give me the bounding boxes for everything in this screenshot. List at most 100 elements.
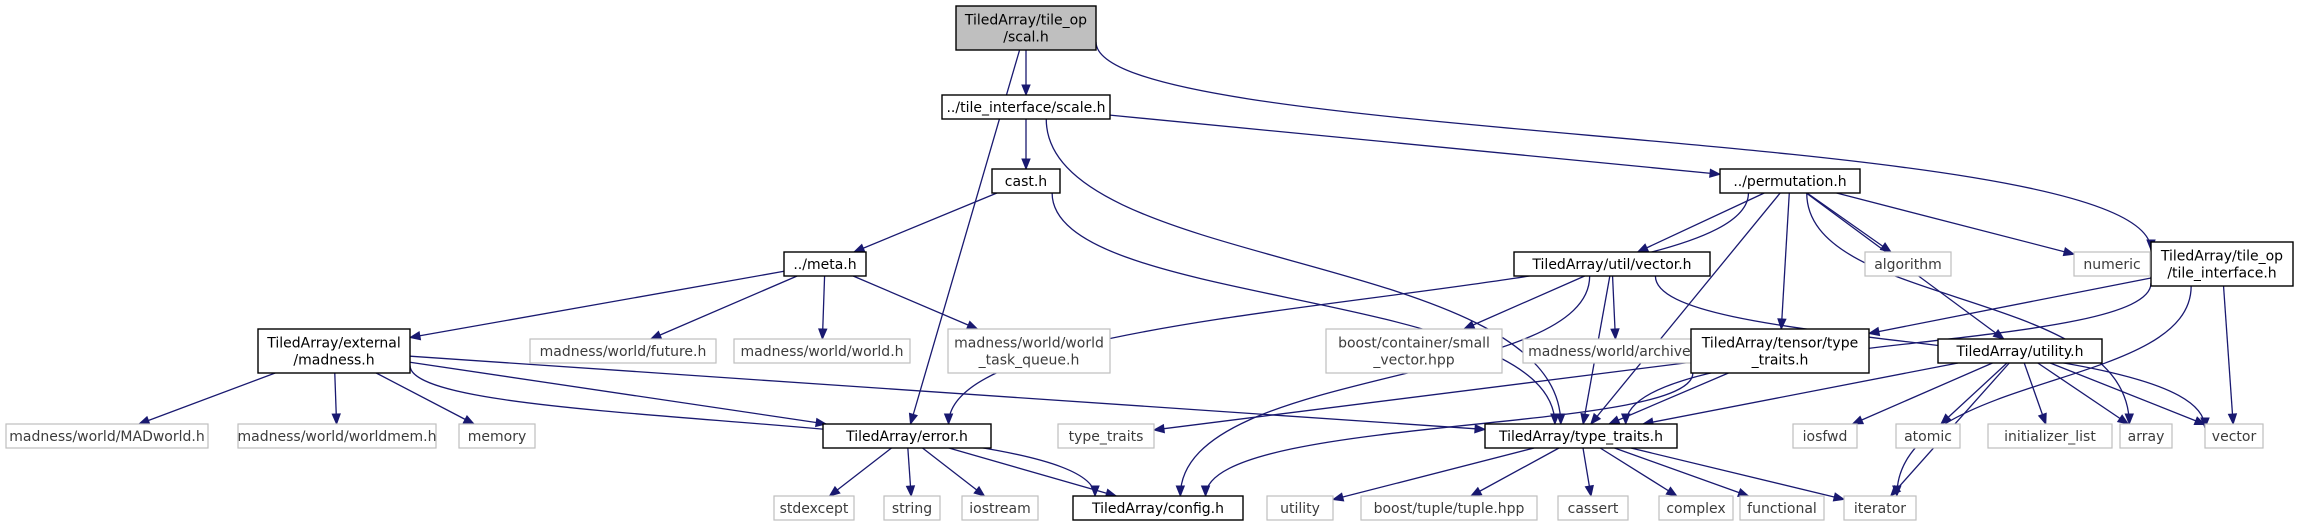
- dependency-edge-ext-madworld: [138, 372, 276, 425]
- node-label-ttraits: _traits.h: [1751, 353, 1809, 369]
- node-tileif[interactable]: TiledArray/tile_op/tile_interface.h: [2150, 241, 2294, 287]
- dependency-edge-vec-archive: [1611, 275, 1617, 340]
- node-box-util: [1937, 338, 2103, 364]
- node-label-iterator: iterator: [1854, 501, 1906, 517]
- node-label-util: TiledArray/utility.h: [1956, 344, 2084, 360]
- arrowhead-vec-config: [1175, 485, 1186, 498]
- node-box-perm: [1719, 168, 1861, 194]
- dependency-edge-ext-config: [409, 365, 1096, 497]
- dependency-edge-vec-smallvec: [1463, 275, 1585, 330]
- node-array: array: [2119, 423, 2173, 449]
- arrowhead-tatraits-iterator: [1832, 492, 1846, 502]
- node-box-error: [822, 423, 992, 449]
- node-box-root: [955, 5, 1097, 51]
- node-box-iosfwd: [1792, 423, 1858, 449]
- node-meta[interactable]: ../meta.h: [783, 251, 867, 277]
- node-label-initlist: initializer_list: [2004, 429, 2096, 445]
- node-ext[interactable]: TiledArray/external/madness.h: [257, 328, 411, 374]
- dependency-edge-ttraits-tatraits: [1608, 372, 1729, 425]
- arrowhead-scale-cast: [1021, 158, 1031, 171]
- node-vec[interactable]: TiledArray/util/vector.h: [1513, 251, 1711, 277]
- node-box-algo: [1864, 251, 1952, 277]
- arrowhead-perm-numeric: [2062, 246, 2076, 257]
- node-box-cast: [991, 168, 1061, 194]
- node-label-smallvec: _vector.hpp: [1372, 353, 1454, 369]
- node-config[interactable]: TiledArray/config.h: [1072, 495, 1244, 521]
- node-perm[interactable]: ../permutation.h: [1719, 168, 1861, 194]
- node-tatraits[interactable]: TiledArray/type_traits.h: [1484, 423, 1678, 449]
- node-box-wtq: [947, 328, 1111, 374]
- node-algo: algorithm: [1864, 251, 1952, 277]
- node-label-ext: TiledArray/external: [266, 336, 400, 352]
- node-box-ext: [257, 328, 411, 374]
- node-label-smallvec: boost/container/small: [1338, 336, 1490, 352]
- node-label-root: /scal.h: [1003, 30, 1049, 46]
- dependency-edge-error-iostream: [922, 447, 985, 497]
- node-label-cassert: cassert: [1568, 501, 1619, 517]
- dependency-edge-perm-array: [1806, 192, 2130, 425]
- dependency-edge-error-stdexcept: [829, 447, 892, 497]
- node-label-meta: ../meta.h: [793, 257, 856, 273]
- dependency-edge-perm-algo: [1806, 192, 1892, 253]
- arrowhead-tatraits-tuple: [1469, 486, 1483, 497]
- dependency-edge-ext-memory: [375, 372, 475, 425]
- dependency-edge-scale-tatraits: [1045, 118, 1562, 425]
- node-box-complex: [1658, 495, 1734, 521]
- node-label-memory: memory: [468, 429, 527, 445]
- node-iterator: iterator: [1843, 495, 1917, 521]
- dependency-edge-tileif-tatraits: [1625, 283, 2152, 425]
- node-future: madness/world/future.h: [529, 338, 717, 364]
- node-ttraits[interactable]: TiledArray/tensor/type_traits.h: [1690, 328, 1870, 374]
- node-box-config: [1072, 495, 1244, 521]
- node-box-madworld: [5, 423, 209, 449]
- node-label-root: TiledArray/tile_op: [964, 13, 1087, 29]
- node-label-error: TiledArray/error.h: [845, 429, 968, 445]
- node-label-array: array: [2128, 429, 2165, 445]
- node-stdexcept: stdexcept: [773, 495, 855, 521]
- arrowhead-scale-perm: [1709, 168, 1722, 178]
- arrowhead-vec-archive: [1610, 328, 1620, 341]
- node-box-vector: [2204, 423, 2264, 449]
- node-box-tuple: [1360, 495, 1538, 521]
- dependency-edge-perm-error: [947, 192, 1750, 425]
- arrowhead-util-initlist: [2037, 412, 2047, 426]
- dependency-edge-tatraits-utility: [1332, 447, 1535, 501]
- arrowhead-util-array: [2116, 414, 2130, 425]
- arrowhead-vec-smallvec: [1462, 320, 1476, 330]
- arrowhead-tileif-ttraits: [1867, 326, 1881, 337]
- node-cast[interactable]: cast.h: [991, 168, 1061, 194]
- node-root[interactable]: TiledArray/tile_op/scal.h: [955, 5, 1097, 51]
- dependency-edge-error-config: [948, 447, 1117, 497]
- dependency-edge-util-vector: [2049, 362, 2206, 426]
- node-archive: madness/world/archive.h: [1522, 338, 1710, 364]
- dependency-edge-util-array: [2037, 362, 2129, 425]
- node-functional: functional: [1739, 495, 1825, 521]
- node-label-typetraits: type_traits: [1069, 429, 1144, 445]
- node-error[interactable]: TiledArray/error.h: [822, 423, 992, 449]
- arrowhead-meta-ext: [408, 331, 422, 341]
- dependency-edge-ext-error: [409, 361, 827, 425]
- node-label-tatraits: TiledArray/type_traits.h: [1498, 429, 1663, 445]
- node-label-utility: utility: [1280, 501, 1320, 517]
- node-label-world: madness/world/world.h: [740, 344, 903, 360]
- arrowhead-util-iosfwd: [1851, 415, 1865, 425]
- arrowhead-perm-tatraits: [1589, 412, 1602, 426]
- node-label-cast: cast.h: [1005, 174, 1047, 190]
- dependency-edge-meta-ext: [409, 270, 785, 339]
- node-cassert: cassert: [1557, 495, 1629, 521]
- dependency-edge-vec-vector: [1654, 275, 2206, 428]
- node-box-memory: [458, 423, 536, 449]
- arrowhead-cast-meta: [852, 243, 866, 253]
- node-label-ttraits: TiledArray/tensor/type: [1701, 336, 1858, 352]
- dependency-edge-meta-world: [821, 275, 826, 340]
- dependency-edge-perm-numeric: [1836, 192, 2075, 255]
- node-scale[interactable]: ../tile_interface/scale.h: [941, 94, 1111, 120]
- node-label-wtq: _task_queue.h: [978, 353, 1080, 369]
- node-util[interactable]: TiledArray/utility.h: [1937, 338, 2103, 364]
- node-label-complex: complex: [1666, 501, 1725, 517]
- node-box-wmem: [237, 423, 437, 449]
- node-utility: utility: [1266, 495, 1334, 521]
- node-box-scale: [941, 94, 1111, 120]
- node-box-typetraits: [1057, 423, 1155, 449]
